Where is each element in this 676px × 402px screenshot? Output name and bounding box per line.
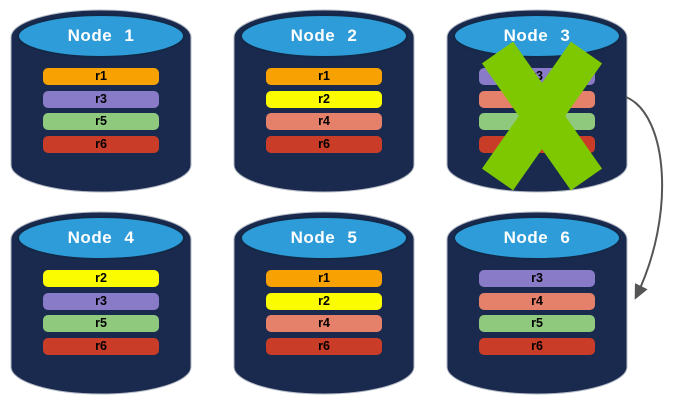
replica-row: r4	[266, 113, 382, 130]
node-title: Node 6	[503, 228, 571, 247]
node-3: Node 3 r3	[446, 8, 628, 193]
replica-row: r2	[266, 91, 382, 108]
node-title: Node 5	[290, 228, 358, 247]
replica-row: r6	[43, 338, 159, 355]
replica-row: r2	[266, 293, 382, 310]
replica-row: r6	[266, 338, 382, 355]
replica-row: r5	[43, 315, 159, 332]
replica-row: r1	[266, 270, 382, 287]
replica-row: r6	[43, 136, 159, 153]
replica-row: r3	[479, 270, 595, 287]
replica-row: r2	[43, 270, 159, 287]
replica-row: r4	[266, 315, 382, 332]
node-4: Node 4 r2 r3 r5 r6	[10, 210, 192, 395]
node-title: Node 4	[67, 228, 135, 247]
failure-x-icon	[481, 41, 603, 191]
replica-row: r1	[43, 68, 159, 85]
replica-row: r5	[43, 113, 159, 130]
node-title: Node 2	[290, 26, 358, 45]
node-title: Node 3	[503, 26, 571, 45]
replica-row: r6	[266, 136, 382, 153]
node-2: Node 2 r1 r2 r4 r6	[233, 8, 415, 193]
node-title: Node 1	[67, 26, 135, 45]
node-1: Node 1 r1 r3 r5 r6	[10, 8, 192, 193]
node-6: Node 6 r3 r4 r5 r6	[446, 210, 628, 395]
replica-row: r4	[479, 293, 595, 310]
replica-row: r3	[43, 91, 159, 108]
replica-row: r6	[479, 338, 595, 355]
replica-row: r5	[479, 315, 595, 332]
replica-row: r1	[266, 68, 382, 85]
replica-row: r3	[43, 293, 159, 310]
node-5: Node 5 r1 r2 r4 r6	[233, 210, 415, 395]
